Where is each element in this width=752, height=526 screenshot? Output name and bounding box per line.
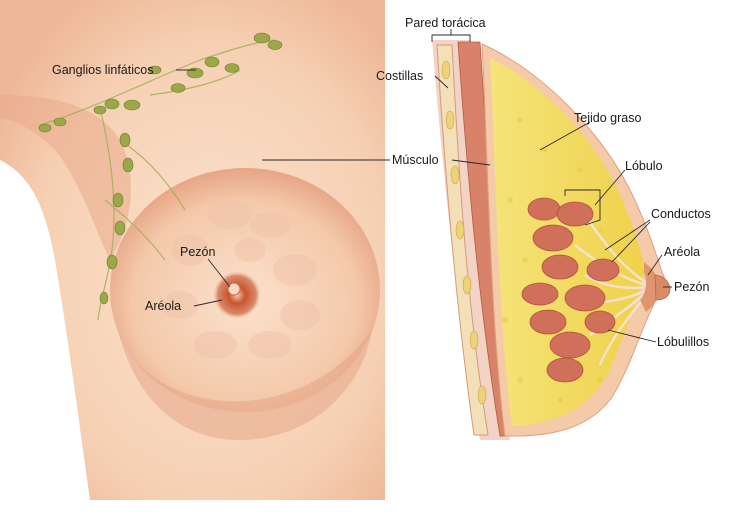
front-view: Ganglios linfáticos Pezón Aréola — [0, 0, 385, 500]
glandular-lobes — [162, 201, 320, 359]
areola-front — [213, 271, 261, 319]
label-lobules: Lóbulillos — [657, 335, 709, 349]
inframammary-fold — [118, 330, 372, 440]
areola-side — [640, 262, 660, 312]
nipple-side — [654, 274, 671, 301]
label-lymph-nodes: Ganglios linfáticos — [52, 63, 153, 77]
armpit-shadow — [0, 95, 131, 260]
label-ribs: Costillas — [376, 69, 423, 83]
lymph-nodes — [38, 32, 283, 305]
cross-section-view: Pared torácica Costillas Tejido graso Mú… — [262, 16, 711, 440]
label-lobule: Lóbulo — [625, 159, 663, 173]
label-ducts: Conductos — [651, 207, 711, 221]
ribs — [436, 44, 489, 436]
lobules-glands — [521, 197, 620, 383]
nipple-front — [227, 282, 241, 296]
label-muscle: Músculo — [392, 153, 439, 167]
label-areola-side: Aréola — [664, 245, 700, 259]
fat-texture — [502, 117, 603, 403]
label-chest-wall: Pared torácica — [405, 16, 486, 30]
label-fatty-tissue: Tejido graso — [574, 111, 641, 125]
label-nipple-front: Pezón — [180, 245, 215, 259]
chest-wall-bracket — [431, 29, 471, 42]
label-areola-front: Aréola — [145, 299, 181, 313]
label-nipple-side: Pezón — [674, 280, 709, 294]
